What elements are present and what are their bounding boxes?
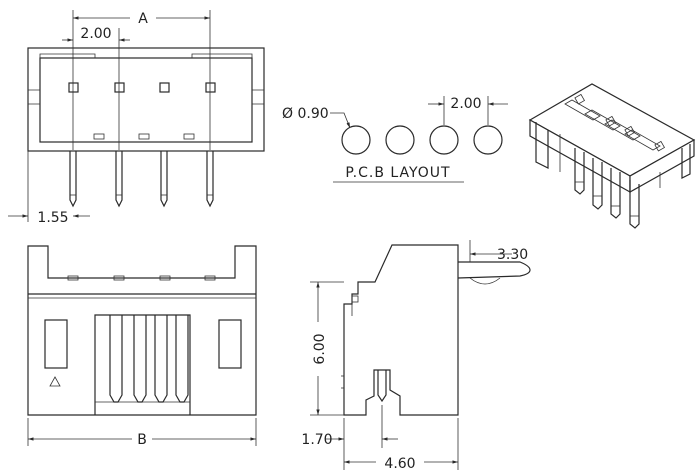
- dim-pin-offset-label: 1.55: [37, 210, 68, 226]
- side-view-body: [343, 244, 459, 416]
- side-view: 3.30 6.00 1.70 4.60: [301, 240, 531, 472]
- dim-width-side-label: 4.60: [384, 456, 415, 472]
- dim-bottom-offset-label: 1.70: [301, 432, 332, 448]
- front-view-contacts: [109, 315, 189, 403]
- top-view-notch-right: [191, 53, 253, 58]
- top-pin-1: [68, 82, 79, 93]
- pcb-layout-view: Ø 0.90 2.00 P.C.B LAYOUT: [282, 96, 508, 183]
- dim-side-depth-label: 3.30: [497, 247, 528, 263]
- top-view-latch-left: [28, 89, 40, 105]
- dim-height-label: 6.00: [312, 333, 328, 364]
- dim-pitch-layout-label: 2.00: [450, 96, 481, 112]
- top-view-notch-left: [39, 53, 96, 58]
- dim-a-label: A: [138, 11, 148, 27]
- front-view-slot-right: [218, 319, 242, 369]
- top-pin-2: [114, 82, 125, 93]
- front-view: B: [27, 245, 257, 448]
- top-view-outer-body: [27, 47, 265, 152]
- top-tab-3: [183, 133, 195, 140]
- isometric-view: [528, 83, 696, 229]
- top-view-inner-body: [39, 57, 253, 143]
- top-tab-2: [138, 133, 150, 140]
- side-view-pin: [457, 261, 531, 279]
- pcb-layout-label: P.C.B LAYOUT: [345, 165, 450, 181]
- top-view: A 2.00 1.55: [8, 10, 265, 226]
- pcb-hole-4: [473, 125, 503, 155]
- dim-b-label: B: [137, 432, 147, 448]
- pcb-hole-2: [385, 125, 415, 155]
- dim-pitch-top-label: 2.00: [80, 26, 111, 42]
- pcb-hole-3: [429, 125, 459, 155]
- isometric-pins: [574, 148, 640, 229]
- top-pin-3: [159, 82, 170, 93]
- top-pin-4: [205, 82, 216, 93]
- top-view-latch-right: [252, 89, 264, 105]
- front-view-window: [94, 314, 191, 415]
- dim-hole-diameter-label: Ø 0.90: [282, 106, 329, 122]
- pin1-triangle-icon: [49, 376, 61, 387]
- top-view-pins: [69, 151, 214, 208]
- front-view-body: [27, 245, 257, 416]
- top-tab-1: [93, 133, 105, 140]
- pcb-hole-1: [341, 125, 371, 155]
- front-view-slot-left: [44, 319, 68, 369]
